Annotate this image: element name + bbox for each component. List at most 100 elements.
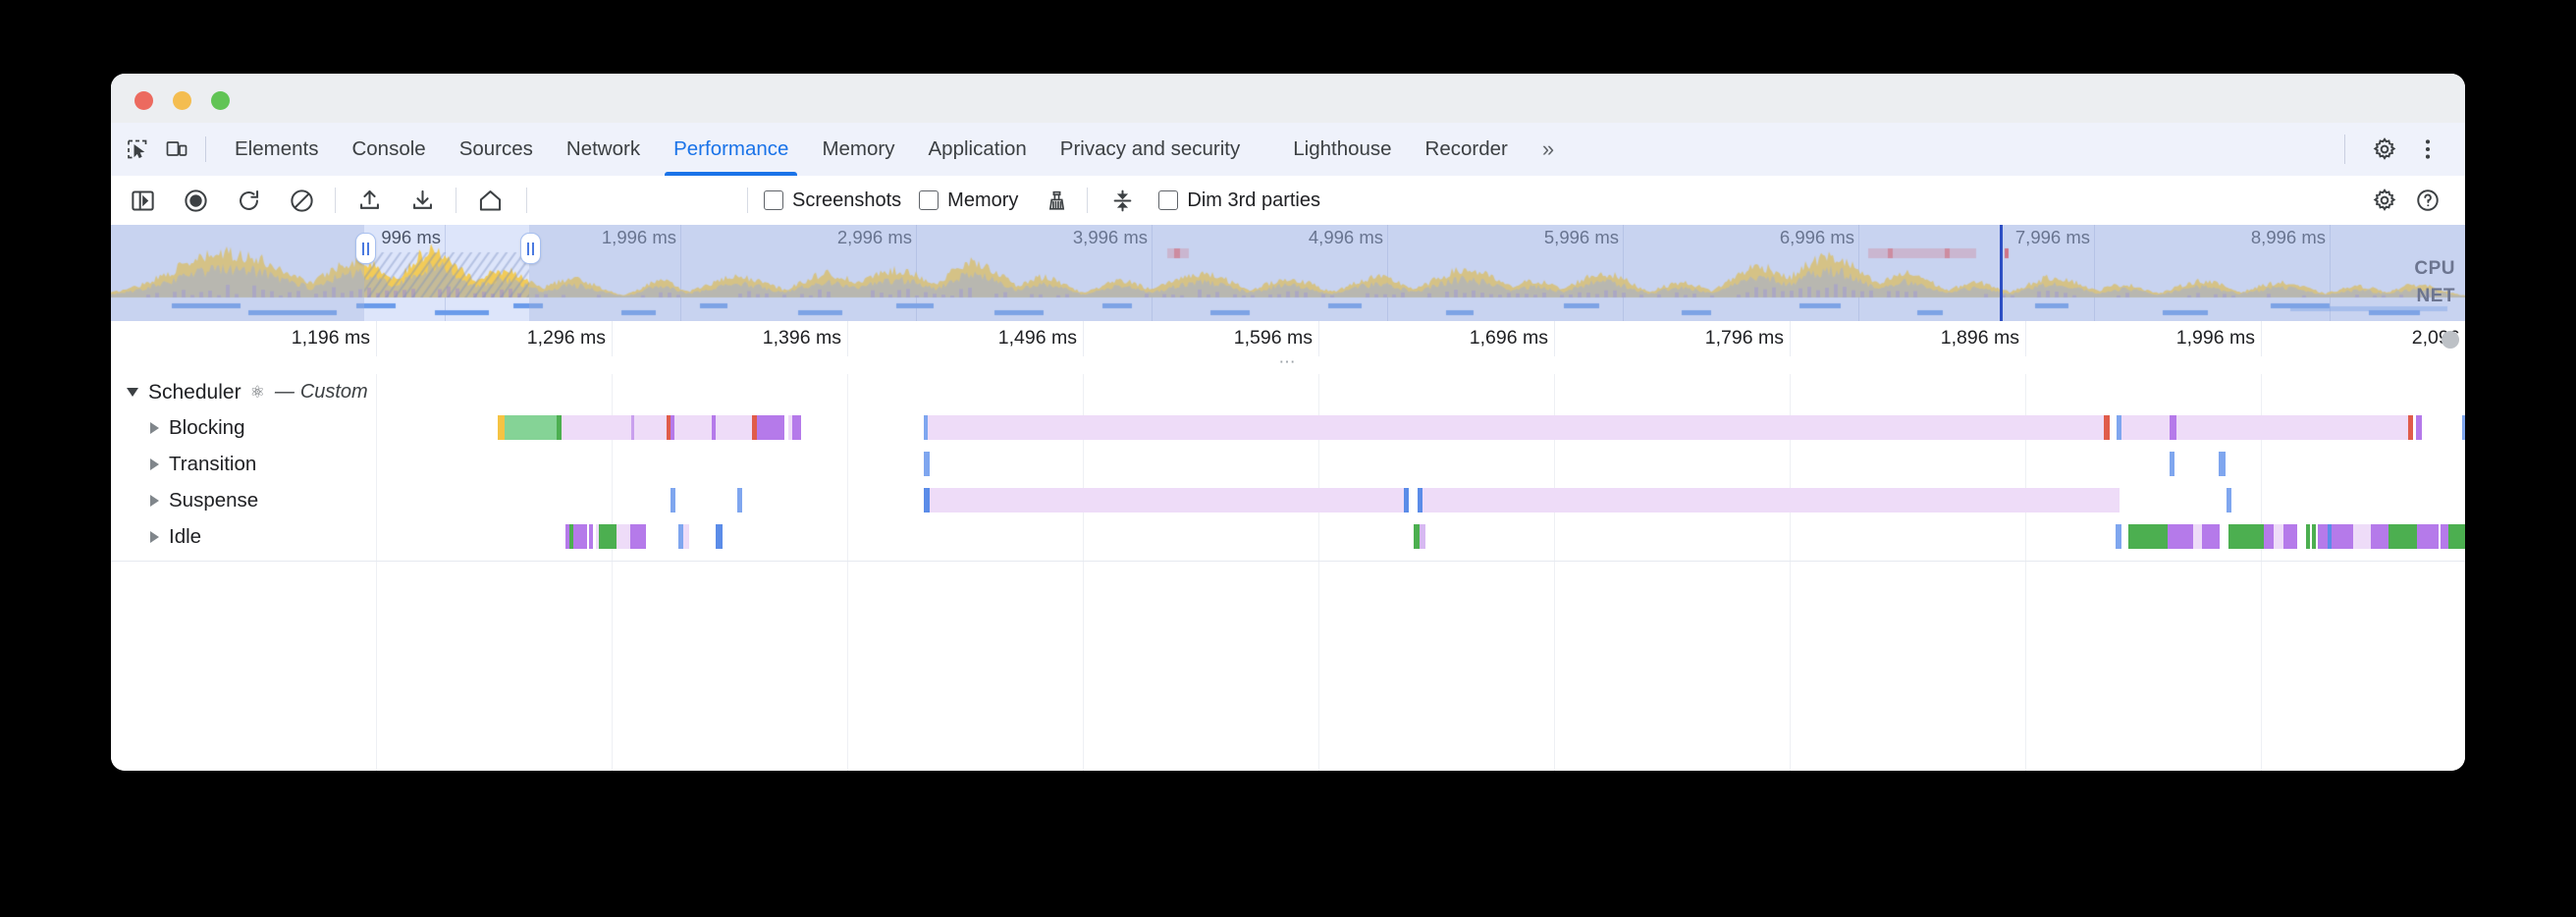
gear-icon[interactable]	[2368, 184, 2401, 217]
flame-segment[interactable]	[2274, 524, 2283, 549]
flame-track-row-transition[interactable]: Transition	[111, 446, 2465, 482]
flame-segment[interactable]	[2283, 524, 2297, 549]
flame-segment[interactable]	[674, 415, 712, 440]
flame-segment[interactable]	[599, 524, 617, 549]
window-close-button[interactable]	[134, 91, 153, 110]
flame-segment[interactable]	[2104, 415, 2110, 440]
window-zoom-button[interactable]	[211, 91, 230, 110]
upload-arrow-icon[interactable]	[355, 187, 383, 214]
flame-segment[interactable]	[617, 524, 630, 549]
flame-segment[interactable]	[2332, 524, 2353, 549]
flame-segment[interactable]	[569, 524, 573, 549]
flame-segment[interactable]	[716, 524, 723, 549]
flame-segment[interactable]	[1418, 488, 1422, 512]
tab-application[interactable]: Application	[912, 123, 1044, 176]
flame-segment[interactable]	[792, 415, 801, 440]
flame-segment[interactable]	[573, 524, 587, 549]
help-question-icon[interactable]	[2411, 184, 2444, 217]
flame-segment[interactable]	[2408, 415, 2413, 440]
dim-3rd-parties-checkbox[interactable]: Dim 3rd parties	[1158, 189, 1320, 212]
flame-segment[interactable]	[760, 415, 784, 440]
flame-segment[interactable]	[596, 524, 599, 549]
flame-segment[interactable]	[683, 524, 689, 549]
tab-sources[interactable]: Sources	[443, 123, 550, 176]
timeline-scroll-thumb[interactable]	[2442, 331, 2459, 349]
tab-console[interactable]: Console	[335, 123, 442, 176]
tab-network[interactable]: Network	[550, 123, 657, 176]
flame-segment[interactable]	[589, 524, 593, 549]
flame-segment[interactable]	[2353, 524, 2371, 549]
more-tabs-chevron-icon[interactable]: »	[1541, 136, 1555, 161]
flame-segment[interactable]	[2318, 524, 2330, 549]
track-header-blocking[interactable]: Blocking	[150, 409, 245, 446]
flame-segment[interactable]	[2462, 415, 2465, 440]
overview-selection-handle-right[interactable]	[520, 233, 541, 264]
flame-segment[interactable]	[2264, 524, 2274, 549]
flame-segment[interactable]	[928, 415, 2104, 440]
group-header-scheduler[interactable]: Scheduler ⚛ — Custom	[127, 374, 368, 410]
flame-segment[interactable]	[2202, 524, 2220, 549]
flame-segment[interactable]	[2388, 524, 2417, 549]
tab-recorder[interactable]: Recorder	[1409, 123, 1525, 176]
tab-elements[interactable]: Elements	[218, 123, 335, 176]
flame-segment[interactable]	[631, 415, 634, 440]
flame-segment[interactable]	[1414, 524, 1420, 549]
flame-segment[interactable]	[667, 415, 671, 440]
flame-segment[interactable]	[498, 415, 505, 440]
flame-segment[interactable]	[2306, 524, 2310, 549]
collect-garbage-broom-icon[interactable]	[1043, 187, 1070, 214]
flame-segment[interactable]	[924, 452, 930, 476]
flame-segment[interactable]	[505, 415, 557, 440]
flame-segment[interactable]	[2176, 415, 2408, 440]
flame-segment[interactable]	[2121, 415, 2170, 440]
flame-segment[interactable]	[2220, 524, 2228, 549]
screenshots-checkbox[interactable]: Screenshots	[764, 189, 901, 212]
overview-playhead[interactable]	[2000, 225, 2003, 321]
flame-segment[interactable]	[2170, 452, 2174, 476]
flame-segment[interactable]	[2170, 415, 2176, 440]
flame-track-row-blocking[interactable]: Blocking	[111, 409, 2465, 446]
flame-segment[interactable]	[565, 524, 569, 549]
flame-segment[interactable]	[2227, 488, 2231, 512]
flame-segment[interactable]	[930, 488, 1404, 512]
download-arrow-icon[interactable]	[408, 187, 436, 214]
pane-resize-grabber[interactable]: ⋯	[111, 353, 2465, 375]
flame-chart[interactable]: Scheduler ⚛ — Custom Blocking Transition	[111, 374, 2465, 771]
flame-segment[interactable]	[2441, 524, 2448, 549]
flame-segment[interactable]	[2128, 524, 2168, 549]
flame-segment[interactable]	[2328, 524, 2332, 549]
flame-segment[interactable]	[2417, 524, 2439, 549]
flame-segment[interactable]	[2219, 452, 2226, 476]
flame-segment[interactable]	[2193, 524, 2202, 549]
flame-segment[interactable]	[678, 524, 683, 549]
flame-segment[interactable]	[2371, 524, 2388, 549]
flame-segment[interactable]	[924, 415, 928, 440]
tab-privacy-and-security[interactable]: Privacy and security	[1044, 123, 1257, 176]
flame-segment[interactable]	[924, 488, 930, 512]
gear-icon[interactable]	[2368, 133, 2401, 166]
track-header-transition[interactable]: Transition	[150, 446, 256, 482]
track-header-suspense[interactable]: Suspense	[150, 482, 258, 518]
flame-segment[interactable]	[2116, 524, 2121, 549]
flame-segment[interactable]	[2117, 415, 2121, 440]
flame-segment[interactable]	[2168, 524, 2193, 549]
memory-checkbox[interactable]: Memory	[919, 189, 1018, 212]
flame-track-row-suspense[interactable]: Suspense	[111, 482, 2465, 518]
flame-track-row-idle[interactable]: Idle	[111, 518, 2465, 555]
device-toolbar-icon[interactable]	[164, 136, 189, 162]
tab-memory[interactable]: Memory	[805, 123, 911, 176]
flame-segment[interactable]	[1404, 488, 1409, 512]
flame-segment[interactable]	[788, 415, 792, 440]
record-circle-icon[interactable]	[182, 187, 209, 214]
flame-segment[interactable]	[630, 524, 646, 549]
flame-segment[interactable]	[712, 415, 716, 440]
overview-selection-handle-left[interactable]	[355, 233, 376, 264]
flame-segment[interactable]	[634, 415, 667, 440]
panel-left-icon[interactable]	[129, 187, 156, 214]
flame-segment[interactable]	[1422, 488, 2120, 512]
track-header-idle[interactable]: Idle	[150, 518, 201, 555]
flame-segment[interactable]	[2448, 524, 2465, 549]
flame-segment[interactable]	[716, 415, 752, 440]
tab-lighthouse[interactable]: Lighthouse	[1276, 123, 1408, 176]
